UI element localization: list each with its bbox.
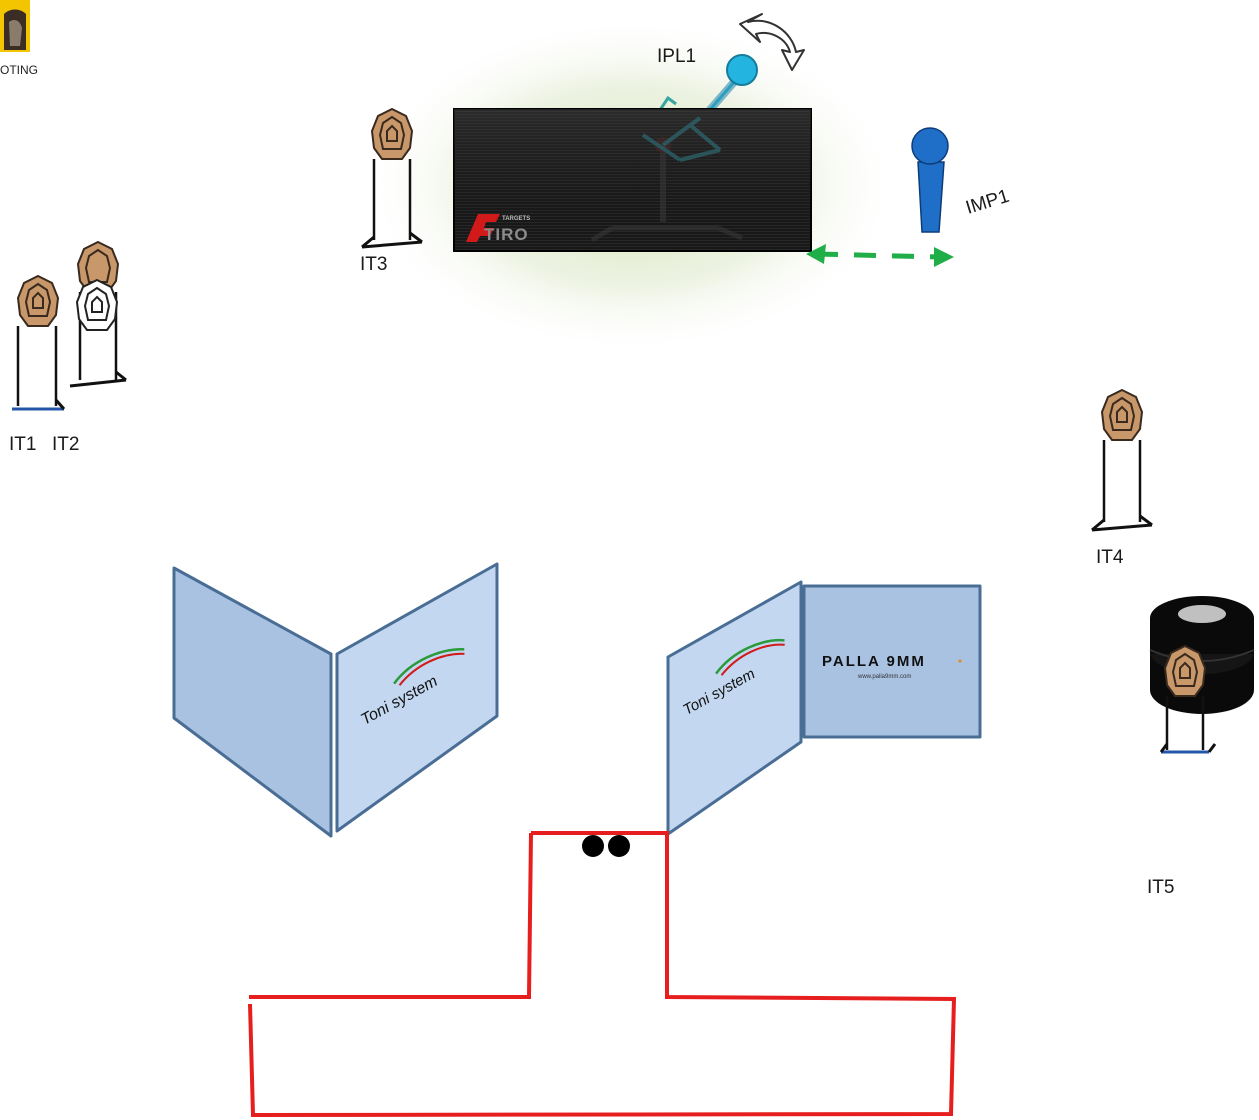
- shooting-area-boundary: [248, 831, 957, 1118]
- label-it1: IT1: [9, 434, 36, 455]
- tiro-logo-icon: [466, 214, 500, 242]
- label-it2: IT2: [52, 434, 79, 455]
- tiro-logo-text: TIRO: [484, 225, 529, 244]
- wall-left-side: [172, 566, 333, 838]
- label-imp1: IMP1: [963, 186, 1012, 219]
- plate-ipl1-disc: [726, 54, 758, 86]
- logo-text: OTING: [0, 63, 38, 77]
- wall-right-front: [802, 584, 982, 739]
- swing-arrow-icon: [739, 13, 805, 71]
- label-it5: IT5: [1147, 877, 1174, 898]
- wall-right-pair: Toni system PALLA 9MM www.palla9mm.com: [666, 580, 982, 836]
- label-it4: IT4: [1096, 547, 1124, 568]
- tiro-banner: TARGETS TIRO: [453, 108, 812, 252]
- label-it3: IT3: [360, 254, 387, 275]
- target-it3: [361, 108, 423, 249]
- wall-left-pair: Toni system: [172, 562, 499, 838]
- move-arrow-icon: [806, 244, 954, 267]
- target-no-shoot: [75, 278, 119, 331]
- label-ipl1: IPL1: [657, 46, 696, 67]
- target-it4: [1091, 389, 1153, 532]
- popper-imp1: [911, 127, 949, 233]
- start-position-feet-icon: [582, 835, 630, 857]
- palla-9mm-logo: PALLA 9MM www.palla9mm.com: [822, 653, 962, 680]
- svg-text:PALLA 9MM: PALLA 9MM: [822, 653, 926, 670]
- plate-ipl1: [658, 54, 758, 116]
- pendulum-stand-icon: [590, 116, 743, 243]
- target-it1: [12, 275, 66, 411]
- wall-left-front: [335, 562, 499, 833]
- target-it5: [1159, 645, 1217, 754]
- svg-text:www.palla9mm.com: www.palla9mm.com: [857, 674, 911, 680]
- club-logo: OTING: [0, 0, 38, 77]
- tiro-logo-small: TARGETS: [502, 216, 530, 222]
